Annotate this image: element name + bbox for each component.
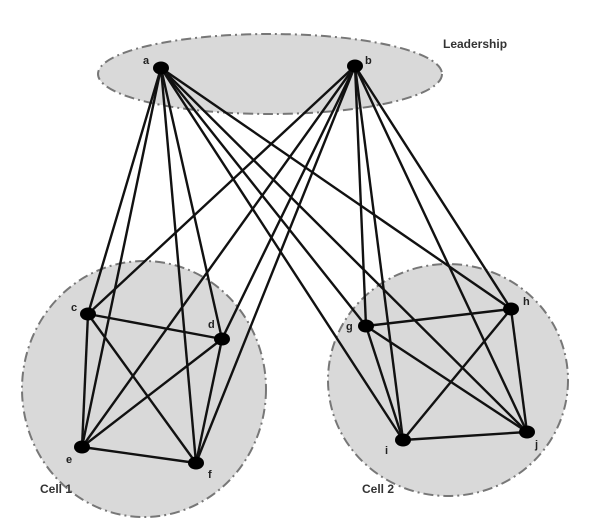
edge-a-c	[86, 67, 163, 315]
node-f	[188, 456, 204, 470]
edge-a-h	[160, 67, 512, 310]
node-g	[358, 319, 374, 333]
edge-b-d	[220, 65, 357, 340]
edge-b-f	[194, 65, 357, 464]
edge-a-d	[159, 67, 224, 340]
node-j	[519, 425, 535, 439]
group-leadership	[97, 33, 443, 115]
edge-g-i	[364, 325, 405, 441]
edge-b-c	[87, 65, 356, 315]
node-c	[80, 307, 96, 321]
edge-b-e	[81, 65, 356, 448]
edge-a-j	[160, 67, 528, 433]
edge-d-e	[81, 338, 223, 448]
edge-b-g	[353, 65, 368, 327]
group-cell1	[21, 260, 267, 518]
node-label-b: b	[365, 55, 372, 67]
node-b	[347, 59, 363, 73]
edge-h-i	[402, 308, 512, 441]
edge-h-j	[509, 308, 529, 433]
edge-d-f	[194, 338, 224, 464]
node-label-c: c	[71, 302, 77, 314]
edge-c-d	[87, 312, 223, 341]
edge-a-i	[159, 67, 405, 441]
group-label-cell1: Cell 1	[40, 482, 72, 496]
edge-g-h	[365, 307, 512, 328]
group-label-cell2: Cell 2	[362, 482, 394, 496]
node-label-d: d	[208, 319, 215, 331]
node-label-i: i	[385, 445, 388, 457]
node-label-g: g	[346, 321, 353, 333]
edge-c-e	[80, 313, 90, 448]
node-label-a: a	[143, 55, 150, 67]
edge-a-e	[80, 67, 163, 448]
node-label-j: j	[534, 439, 538, 451]
node-a	[153, 61, 169, 75]
edge-a-f	[159, 67, 198, 464]
group-label-leadership: Leadership	[443, 37, 507, 51]
edge-e-f	[81, 445, 197, 465]
edge-b-i	[353, 65, 405, 441]
node-label-e: e	[66, 454, 72, 466]
node-i	[395, 433, 411, 447]
edge-i-j	[402, 430, 528, 442]
edge-c-f	[87, 313, 197, 464]
node-label-f: f	[208, 469, 212, 481]
node-h	[503, 302, 519, 316]
edge-a-g	[160, 67, 367, 327]
edge-b-j	[353, 65, 529, 433]
edge-g-j	[365, 324, 528, 434]
node-d	[214, 332, 230, 346]
node-e	[74, 440, 90, 454]
node-label-h: h	[523, 296, 530, 308]
edge-b-h	[353, 65, 513, 310]
